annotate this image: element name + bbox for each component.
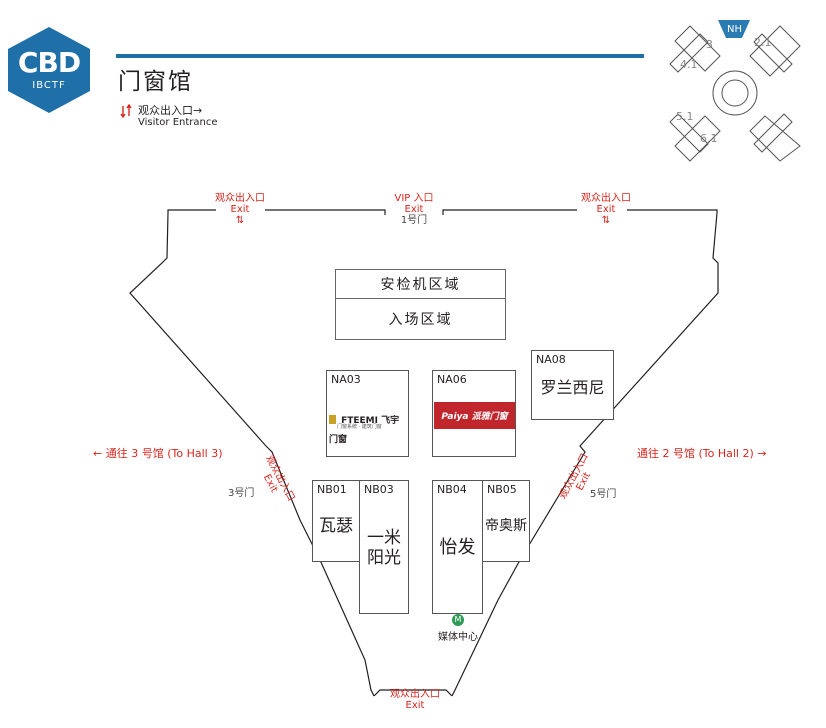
top-right-exit[interactable]: 观众出入口 Exit ⇅	[576, 193, 636, 226]
exit-label-cn: 观众出入口	[215, 193, 265, 204]
logo-sub: IBCTF	[32, 80, 66, 91]
booth-id: NA08	[536, 353, 566, 366]
booth-id: NB04	[437, 483, 467, 496]
minimap-label-6-1: 6.1	[700, 132, 718, 145]
entrance-legend-icon	[120, 103, 132, 119]
legend-label-en: Visitor Entrance	[138, 117, 218, 128]
booth-name: 罗兰西尼	[540, 378, 605, 397]
minimap-highlight-nh: NH	[727, 24, 742, 35]
entrance-arrows-icon: ⇅	[601, 215, 611, 226]
booth-name: 帝奥斯	[485, 518, 527, 534]
booth-nb05[interactable]: NB05 帝奥斯	[482, 480, 530, 562]
top-left-exit[interactable]: 观众出入口 Exit ⇅	[210, 193, 270, 226]
minimap-label-2-1: 2.1	[754, 36, 772, 49]
booth-id: NA06	[437, 373, 467, 386]
media-center-icon: M	[452, 614, 464, 626]
brand-fteemi-sub: 门窗系统 · 建筑门窗	[337, 424, 382, 430]
media-center[interactable]: M 媒体中心	[413, 614, 503, 644]
booth-name: 怡发	[439, 537, 476, 558]
exit-label-en: Exit	[596, 204, 616, 215]
entrance-arrows-icon: ⇅	[235, 215, 245, 226]
brand-fteemi: FTEEMI 飞宇门窗	[329, 416, 400, 445]
top-center-vip-entrance[interactable]: VIP 入口 Exit 1号门	[384, 193, 444, 226]
vip-label-en: Exit	[404, 204, 424, 215]
booth-name-line-2: 阳光	[367, 548, 401, 568]
exit-label-en: Exit	[405, 700, 425, 711]
booth-na03[interactable]: NA03 FTEEMI 飞宇门窗 门窗系统 · 建筑门窗	[326, 370, 409, 457]
cbd-logo: CBD IBCTF	[6, 26, 92, 114]
security-zone: 安检机区域	[335, 269, 506, 299]
logo-main: CBD	[17, 46, 81, 79]
gate-1-label: 1号门	[400, 215, 428, 226]
exit-label-cn: 观众出入口	[390, 689, 440, 700]
booth-na08[interactable]: NA08 罗兰西尼	[531, 350, 614, 420]
booth-nb03[interactable]: NB03 一米 阳光	[359, 480, 409, 614]
direction-to-hall-2[interactable]: 通往 2 号馆 (To Hall 2) →	[637, 447, 767, 460]
hall-title: 门窗馆	[118, 69, 193, 95]
exit-label-cn: 观众出入口	[581, 193, 631, 204]
vip-label-cn: VIP 入口	[394, 193, 434, 204]
minimap-label-3: 3	[706, 38, 713, 51]
legend-label-cn: 观众出入口→	[138, 104, 203, 117]
gate-5-label: 5号门	[590, 489, 617, 500]
venue-minimap[interactable]: NH 3 2.1 4.1 5.1 6.1	[650, 6, 820, 176]
booth-name-line-1: 一米	[367, 528, 401, 548]
direction-to-hall-3[interactable]: ← 通往 3 号馆 (To Hall 3)	[93, 447, 223, 460]
bottom-exit[interactable]: 观众出入口 Exit	[385, 689, 445, 711]
paiya-logo: Paiya 派雅门窗	[434, 402, 515, 429]
exit-label-en: Exit	[230, 204, 250, 215]
booth-id: NB01	[317, 483, 347, 496]
media-center-label: 媒体中心	[438, 632, 478, 643]
booth-id: NB05	[487, 483, 517, 496]
booth-nb01[interactable]: NB01 瓦瑟	[312, 480, 360, 562]
fteemi-logo: FTEEMI 飞宇门窗	[329, 409, 407, 445]
brand-paiya: Paiya 派雅门窗	[441, 412, 508, 422]
booth-nb04[interactable]: NB04 怡发	[432, 480, 483, 614]
gate-3-label: 3号门	[228, 488, 255, 499]
booth-id: NA03	[331, 373, 361, 386]
minimap-label-4-1: 4.1	[680, 58, 698, 71]
booth-id: NB03	[364, 483, 394, 496]
entry-zone: 入场区域	[335, 298, 506, 340]
minimap-label-5-1: 5.1	[676, 110, 694, 123]
booth-name: 瓦瑟	[319, 516, 353, 536]
booth-na06[interactable]: NA06 Paiya 派雅门窗	[432, 370, 516, 457]
